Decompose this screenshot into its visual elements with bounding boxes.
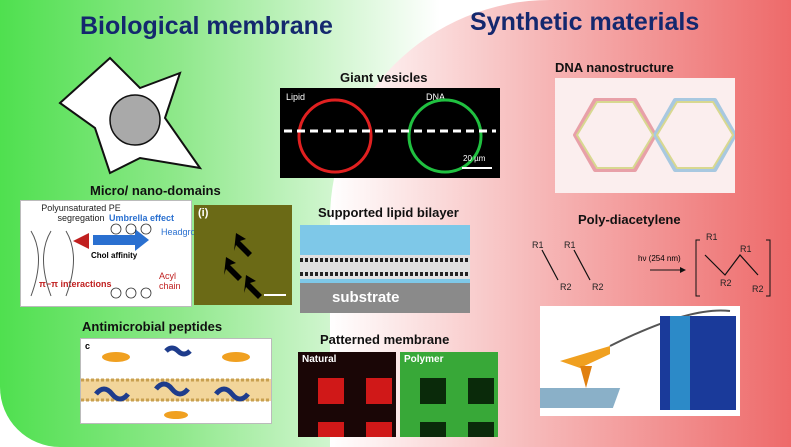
r1-label: R1 <box>740 244 752 254</box>
r1-label: R1 <box>532 240 544 250</box>
polymer-label: Polymer <box>404 354 444 365</box>
chol-label: Chol affinity <box>91 251 138 260</box>
peptide-helix <box>222 352 250 362</box>
r2-label: R2 <box>592 282 604 292</box>
heading-synthetic: Synthetic materials <box>470 8 700 36</box>
polymer-pattern: Polymer <box>400 352 498 437</box>
substrate-layer: substrate <box>300 283 470 313</box>
pe-segregation-label: Polyunsaturated PE segregation <box>41 203 121 223</box>
antimicrobial-title: Antimicrobial peptides <box>82 319 223 334</box>
pda-afm-panel <box>540 306 740 416</box>
vesicle-panel: Lipid DNA 20 µm <box>280 88 500 178</box>
panel-c-label: c <box>85 341 91 351</box>
acyl-label: Acyl chain <box>159 271 181 291</box>
arrow-icon <box>244 275 262 299</box>
peptide-diagram: c <box>80 338 272 424</box>
arrow-icon <box>234 233 252 257</box>
supported-bilayer-title: Supported lipid bilayer <box>318 205 459 220</box>
lipid-label: Lipid <box>286 92 306 102</box>
dna-nanostructure-title: DNA nanostructure <box>555 60 674 75</box>
dna-hexagon-panel <box>555 78 735 193</box>
bilayer-diagram: substrate <box>300 225 470 313</box>
domains-diagram: Polyunsaturated PE segregation Umbrella … <box>20 200 206 307</box>
polydiacetylene-title: Poly-diacetylene <box>578 212 681 227</box>
natural-label: Natural <box>302 354 337 365</box>
afm-tip <box>580 366 592 388</box>
r2-label: R2 <box>752 284 764 294</box>
scale-bar-label: 20 µm <box>463 154 486 163</box>
dna-vesicle <box>407 98 483 174</box>
umbrella-label: Umbrella effect <box>109 213 175 223</box>
peptide-helix <box>102 352 130 362</box>
panel-i-label: (i) <box>198 207 209 219</box>
natural-pattern: Natural <box>298 352 396 437</box>
umbrella-arrow <box>93 235 135 245</box>
r1-label: R1 <box>706 232 718 242</box>
hv-label: hν (254 nm) <box>638 254 681 263</box>
pda-reaction-scheme: R1 R1 R2 R2 hν (254 nm) R1 R1 R2 R2 <box>530 230 775 302</box>
patterned-title: Patterned membrane <box>320 332 450 347</box>
giant-vesicles-title: Giant vesicles <box>340 70 428 85</box>
heading-biological: Biological membrane <box>80 12 333 40</box>
cell-illustration <box>58 56 203 175</box>
dna-label: DNA <box>426 92 446 102</box>
r2-label: R2 <box>720 278 732 288</box>
headgroup-label: Headgroup <box>161 227 206 237</box>
pi-label: π−π interactions <box>39 279 112 289</box>
fluorescence-micrograph: (i) <box>194 205 292 305</box>
nucleus <box>109 94 161 146</box>
r2-label: R2 <box>560 282 572 292</box>
r1-label: R1 <box>564 240 576 250</box>
micro-domains-title: Micro/ nano-domains <box>90 183 221 198</box>
substrate-label: substrate <box>332 289 400 306</box>
arrow-icon <box>224 257 242 281</box>
lipid-vesicle <box>297 98 373 174</box>
